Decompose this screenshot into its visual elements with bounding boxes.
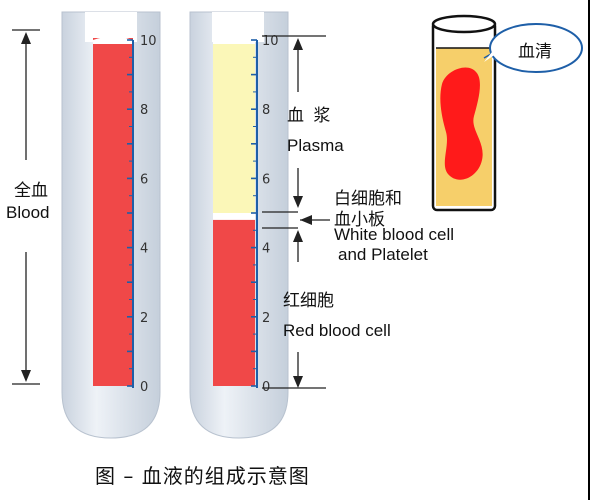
figure-caption: 图 – 血液的组成示意图 bbox=[95, 464, 310, 488]
red-cell-label-cn: 红细胞 bbox=[283, 291, 334, 311]
buffy-coat-label-en-2: and Platelet bbox=[338, 245, 428, 264]
whole-blood-scale-tick-label: 10 bbox=[140, 34, 157, 49]
buffy-coat-marker bbox=[262, 211, 330, 229]
whole-blood-scale: 0 2 4 6 8 10 bbox=[127, 34, 157, 395]
plasma-label-en: Plasma bbox=[287, 136, 344, 155]
whole-blood-scale-tick-label: 6 bbox=[140, 172, 148, 187]
plasma-bracket bbox=[262, 35, 326, 208]
whole-blood-bracket bbox=[12, 29, 40, 385]
whole-blood-scale-tick-label: 2 bbox=[140, 311, 148, 326]
serum-tube bbox=[431, 14, 499, 212]
separated-scale-tick-label: 2 bbox=[262, 311, 270, 326]
blood-clot bbox=[440, 67, 483, 180]
whole-blood-scale-tick-label: 0 bbox=[140, 380, 148, 395]
buffy-coat-label-en-1: White blood cell bbox=[334, 225, 455, 244]
serum-label: 血清 bbox=[518, 42, 552, 62]
whole-blood-red-column bbox=[93, 38, 133, 386]
whole-blood-scale-tick-label: 4 bbox=[140, 242, 148, 257]
whole-blood-label-en: Blood bbox=[6, 203, 50, 222]
buffy-coat-layer bbox=[213, 213, 255, 220]
whole-blood-scale-tick-label: 8 bbox=[140, 103, 148, 118]
right-border bbox=[588, 0, 590, 500]
whole-blood-tube: 0 2 4 6 8 10 bbox=[61, 11, 161, 439]
plasma-layer bbox=[213, 40, 255, 213]
separated-scale-tick-label: 10 bbox=[262, 34, 279, 49]
separated-scale-tick-label: 8 bbox=[262, 103, 270, 118]
whole-blood-label-cn: 全血 bbox=[14, 181, 48, 201]
red-cell-bracket bbox=[262, 230, 326, 389]
buffy-coat-label-cn-2: 血小板 bbox=[334, 210, 385, 230]
serum-callout bbox=[484, 23, 583, 73]
red-cell-layer bbox=[213, 219, 255, 386]
plasma-label-cn: 血 浆 bbox=[287, 106, 333, 126]
buffy-coat-label-cn-1: 白细胞和 bbox=[334, 189, 402, 209]
separated-scale-tick-label: 4 bbox=[262, 242, 270, 257]
separated-scale-tick-label: 6 bbox=[262, 172, 270, 187]
red-cell-label-en: Red blood cell bbox=[283, 321, 391, 340]
